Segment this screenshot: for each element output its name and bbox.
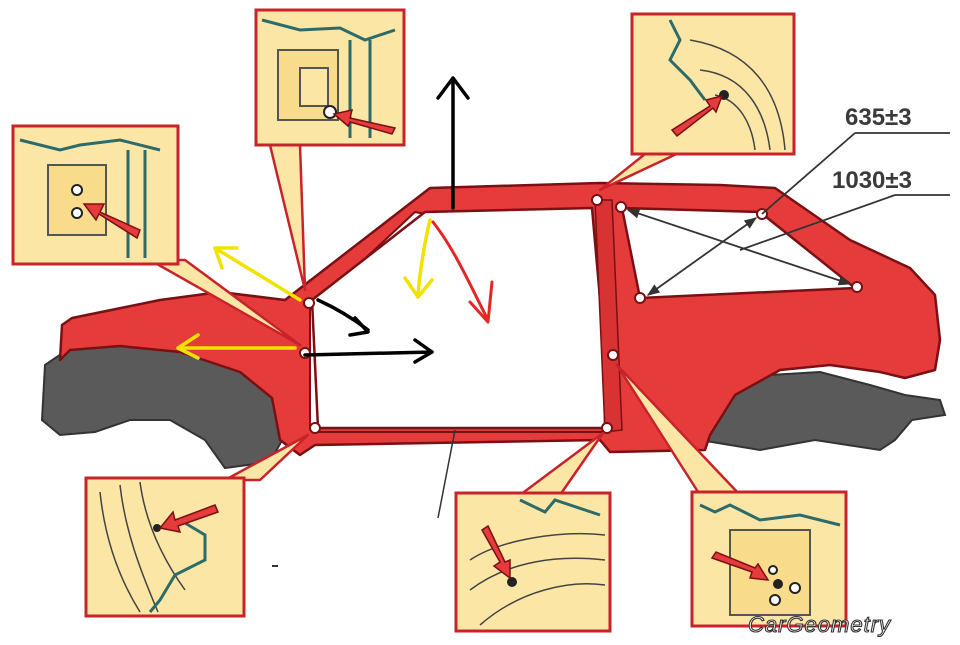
ref-point-windshield-bottom-right bbox=[851, 281, 863, 293]
leader-line-635 bbox=[761, 132, 856, 215]
dimension-label-635: 635±3 bbox=[845, 104, 912, 131]
red-marker-arrows bbox=[431, 220, 494, 324]
leader-line-1030 bbox=[739, 194, 896, 251]
reference-hole-icon bbox=[769, 594, 781, 606]
callout-box-bottom-left bbox=[84, 476, 246, 618]
ref-point-b-pillar-top bbox=[591, 194, 603, 206]
reference-hole-icon bbox=[71, 207, 83, 219]
yellow-marker-arrows bbox=[176, 218, 434, 360]
callout-beams bbox=[148, 143, 742, 497]
ref-point-b-pillar-mid bbox=[607, 349, 619, 361]
reference-hole-icon bbox=[789, 582, 801, 594]
ref-point-windshield-bottom-left bbox=[634, 292, 646, 304]
red-pointer-arrow-icon bbox=[82, 203, 141, 240]
black-marker-arrows bbox=[303, 76, 470, 364]
ref-point-front-sill bbox=[601, 422, 613, 434]
dimension-label-1030: 1030±3 bbox=[832, 167, 912, 194]
sill-pointer-line bbox=[437, 429, 456, 519]
watermark-logo: CarGeometry bbox=[748, 612, 892, 637]
callout-box-top-right bbox=[630, 12, 796, 156]
callout-box-bottom-right bbox=[690, 490, 848, 628]
callout-box-bottom-center bbox=[454, 491, 612, 633]
reference-hole-icon bbox=[153, 524, 161, 532]
reference-hole-icon bbox=[71, 184, 83, 196]
ref-point-c-pillar-top bbox=[303, 297, 315, 309]
red-pointer-arrow-icon bbox=[710, 551, 770, 581]
ref-point-rear-sill bbox=[309, 422, 321, 434]
red-pointer-arrow-icon bbox=[332, 109, 397, 135]
callout-box-top-left bbox=[11, 124, 180, 266]
reference-hole-icon bbox=[773, 579, 783, 589]
ref-point-windshield-top-left bbox=[615, 201, 627, 213]
b-pillar bbox=[594, 199, 623, 433]
callout-box-top-center bbox=[254, 8, 406, 147]
reference-hole-icon bbox=[768, 565, 778, 575]
beam-top-center bbox=[268, 143, 307, 292]
windshield-diagonals bbox=[626, 132, 950, 296]
red-pointer-arrow-icon bbox=[670, 94, 724, 138]
reference-hole-icon bbox=[323, 105, 337, 119]
front-wheel-housing bbox=[698, 370, 947, 452]
red-pointer-arrow-icon bbox=[158, 504, 220, 533]
red-pointer-arrow-icon bbox=[481, 524, 511, 580]
reference-hole-icon bbox=[507, 577, 517, 587]
